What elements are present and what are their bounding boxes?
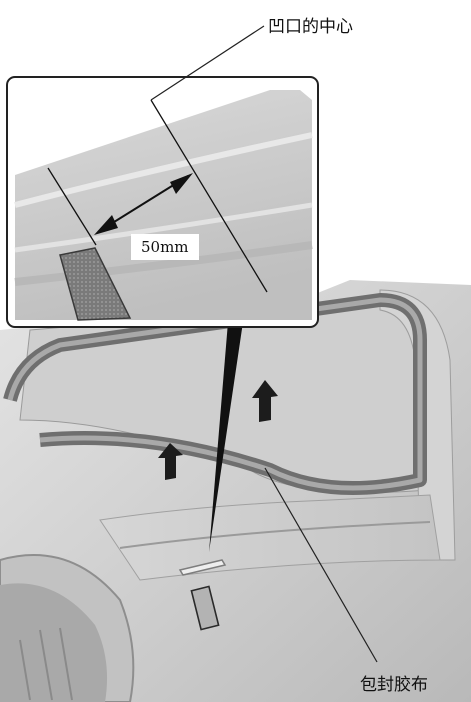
notch-center-label: 凹口的中心 [268, 12, 353, 37]
wrap-tape-label: 包封胶布 [360, 670, 428, 695]
inset-magnified-view [7, 77, 318, 327]
dimension-label: 50mm [131, 234, 199, 260]
